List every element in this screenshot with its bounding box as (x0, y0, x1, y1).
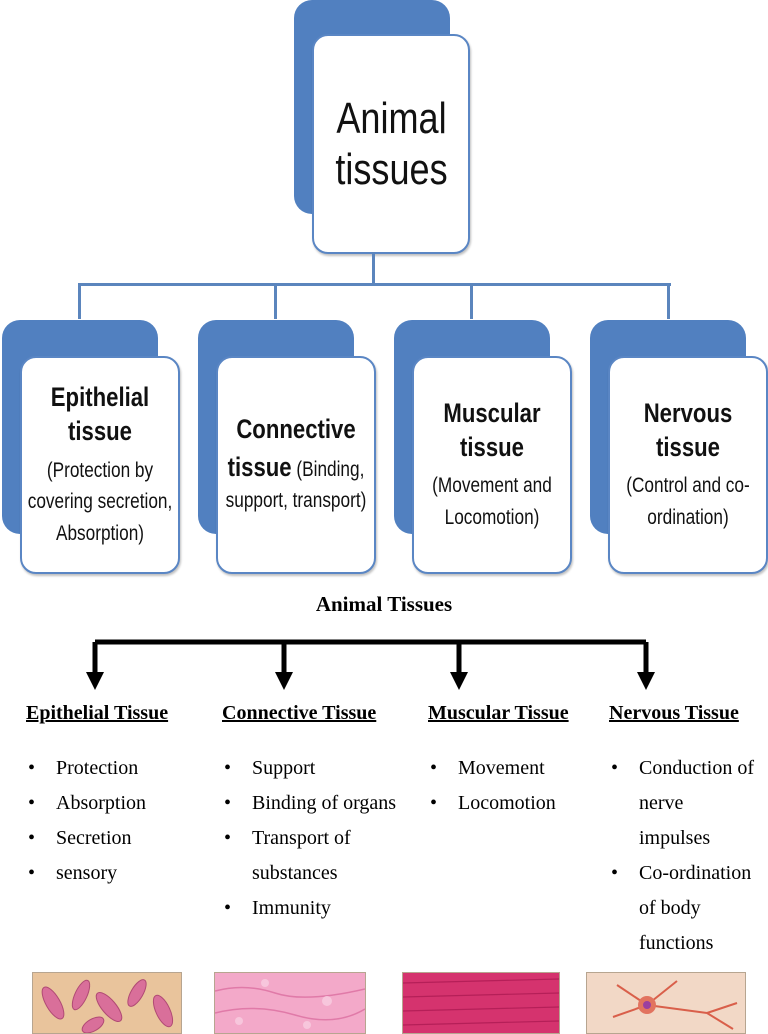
column-connective: Connective Tissue Support Binding of org… (222, 702, 402, 926)
card-muscular: Muscular tissue (Movement and Locomotion… (394, 320, 572, 574)
root-title: Animal tissues (335, 93, 447, 195)
root-box-face: Animal tissues (312, 34, 470, 254)
card-nervous: Nervous tissue (Control and co-ordinatio… (590, 320, 768, 574)
column-connective-list: Support Binding of organs Transport of s… (222, 751, 402, 926)
branch-drop-connective (274, 283, 277, 319)
arrowhead-connective (275, 672, 293, 690)
muscular-fibers-drawing (403, 978, 559, 1026)
card-connective-face: Connective tissue (Binding, support, tra… (216, 356, 376, 574)
arrowhead-nervous (637, 672, 655, 690)
muscular-micrograph-image (402, 972, 560, 1034)
list-item: Co-ordination of body functions (609, 856, 757, 961)
column-epithelial-list: Protection Absorption Secretion sensory (26, 751, 206, 891)
branch-connector-horizontal (78, 283, 671, 286)
connective-micrograph-image (214, 972, 366, 1034)
bottom-tree-arrows (86, 639, 655, 690)
card-epithelial-title: Epithelial tissue (50, 382, 150, 446)
list-item: Conduction of nerve impulses (609, 751, 757, 856)
column-muscular-heading: Muscular Tissue (428, 702, 569, 724)
column-nervous-heading: Nervous Tissue (609, 702, 739, 724)
root-connector-vertical (372, 252, 375, 284)
list-item: sensory (26, 856, 206, 891)
card-muscular-title: Muscular tissue (443, 397, 541, 462)
card-epithelial: Epithelial tissue (Protection by coverin… (2, 320, 180, 574)
arrowhead-muscular (450, 672, 468, 690)
branch-drop-muscular (470, 283, 473, 319)
card-connective-desc: (Binding, support, transport) (225, 457, 367, 513)
column-epithelial: Epithelial Tissue Protection Absorption … (26, 702, 206, 891)
list-item: Locomotion (428, 786, 588, 821)
card-muscular-face: Muscular tissue (Movement and Locomotion… (412, 356, 572, 574)
list-item: Protection (26, 751, 206, 786)
card-connective: Connective tissue (Binding, support, tra… (198, 320, 376, 574)
nervous-micrograph-image (586, 972, 746, 1034)
list-item: Secretion (26, 821, 206, 856)
list-item: Support (222, 751, 402, 786)
branch-drop-nervous (667, 283, 670, 319)
connective-cells-drawing (215, 979, 365, 1029)
column-nervous: Nervous Tissue Conduction of nerve impul… (609, 702, 759, 961)
card-muscular-desc: (Movement and Locomotion) (432, 474, 552, 529)
card-epithelial-face: Epithelial tissue (Protection by coverin… (20, 356, 180, 574)
card-connective-title-line1: Connective (236, 414, 356, 445)
card-nervous-title: Nervous tissue (643, 397, 733, 462)
bottom-diagram-title: Animal Tissues (315, 592, 453, 616)
column-muscular: Muscular Tissue Movement Locomotion (428, 702, 588, 821)
arrowhead-epithelial (86, 672, 104, 690)
branch-drop-epithelial (78, 283, 81, 319)
column-connective-heading: Connective Tissue (222, 702, 377, 724)
list-item: Binding of organs (222, 786, 402, 821)
epithelial-cells-drawing (41, 979, 174, 1033)
list-item: Absorption (26, 786, 206, 821)
card-nervous-desc: (Control and co-ordination) (626, 474, 750, 529)
list-item: Movement (428, 751, 588, 786)
card-epithelial-desc: (Protection by covering secretion, Absor… (27, 458, 173, 545)
root-title-line2: tissues (334, 145, 448, 194)
list-item: Immunity (222, 891, 402, 926)
column-nervous-list: Conduction of nerve impulses Co-ordinati… (609, 751, 759, 961)
column-epithelial-heading: Epithelial Tissue (26, 702, 169, 724)
card-nervous-face: Nervous tissue (Control and co-ordinatio… (608, 356, 768, 574)
root-box: Animal tissues (294, 0, 472, 254)
epithelial-micrograph-image (32, 972, 182, 1034)
list-item: Transport of substances (222, 821, 362, 891)
root-title-line1: Animal (335, 93, 447, 143)
card-connective-title-line2: tissue (227, 451, 292, 482)
column-muscular-list: Movement Locomotion (428, 751, 588, 821)
neuron-drawing (612, 980, 738, 1030)
